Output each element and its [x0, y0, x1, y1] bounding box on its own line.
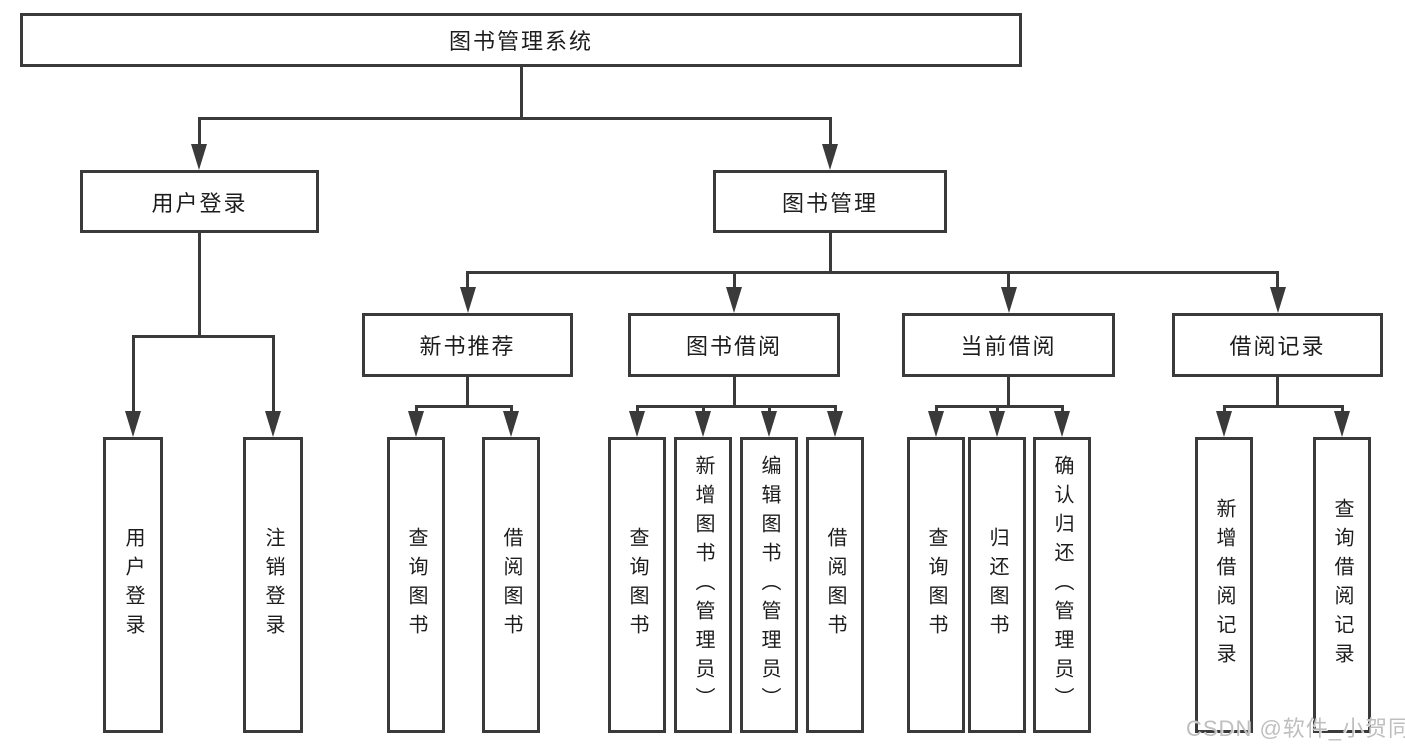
connector-book-borrow-rail	[635, 405, 837, 408]
node-borrowing-records: 借阅记录	[1172, 313, 1383, 377]
node-new-book-recommendation: 新书推荐	[362, 313, 573, 377]
node-label: 借阅记录	[1229, 334, 1326, 359]
connector-to-user-login	[197, 117, 201, 150]
leaf-label: 查询借阅记录	[1331, 498, 1353, 672]
leaf-label: 借阅图书	[500, 527, 522, 643]
connector-level1-rail	[197, 117, 832, 120]
node-current-borrowing: 当前借阅	[902, 313, 1115, 377]
arrowhead-leaf-borrow-1-icon	[503, 411, 519, 437]
connector-to-leaf-logout	[271, 335, 275, 415]
leaf-query-books-current: 查询图书	[907, 437, 965, 733]
connector-user-login-rail	[131, 335, 274, 338]
arrowhead-new-book-icon	[459, 287, 476, 313]
connector-new-book-rail	[414, 405, 513, 408]
arrowhead-book-borrow-icon	[726, 287, 742, 313]
connector-to-leaf-user-login	[131, 335, 135, 415]
connector-book-borrow-stem	[732, 377, 736, 407]
leaf-query-books-recommend: 查询图书	[387, 437, 445, 733]
arrowhead-leaf-logout-icon	[265, 411, 281, 437]
node-book-management: 图书管理	[713, 170, 947, 233]
leaf-label: 归还图书	[986, 527, 1008, 643]
connector-borrow-records-rail	[1222, 405, 1344, 408]
node-label: 当前借阅	[960, 334, 1057, 359]
leaf-label: 编辑图书（管理员）	[758, 454, 780, 716]
node-label: 图书借阅	[685, 334, 782, 359]
arrowhead-current-borrow-icon	[1000, 287, 1017, 313]
arrowhead-leaf-add-record-icon	[1216, 411, 1232, 437]
node-label: 图书管理	[781, 190, 878, 216]
leaf-label: 借阅图书	[824, 527, 846, 643]
leaf-edit-books-admin: 编辑图书（管理员）	[740, 437, 798, 733]
arrowhead-book-management-icon	[822, 144, 838, 170]
node-book-management-system: 图书管理系统	[20, 13, 1022, 67]
connector-level2-rail	[466, 271, 1279, 274]
arrowhead-leaf-query-3-icon	[928, 411, 944, 437]
leaf-label: 确认归还（管理员）	[1051, 454, 1073, 716]
leaf-label: 新增借阅记录	[1213, 498, 1235, 672]
connector-root-stem	[519, 67, 523, 118]
connector-borrow-records-stem	[1276, 377, 1279, 407]
leaf-label: 查询图书	[925, 527, 947, 643]
arrowhead-leaf-confirm-return-icon	[1054, 411, 1070, 437]
connector-to-borrow-records	[1276, 271, 1279, 293]
node-user-login: 用户登录	[80, 170, 319, 233]
connector-to-current-borrow	[1007, 271, 1010, 293]
arrowhead-leaf-add-books-icon	[695, 411, 711, 437]
leaf-add-borrow-record: 新增借阅记录	[1195, 437, 1253, 733]
leaf-borrow-books-recommend: 借阅图书	[482, 437, 540, 733]
arrowhead-leaf-query-1-icon	[408, 411, 424, 437]
leaf-label: 注销登录	[262, 527, 284, 643]
leaf-label: 查询图书	[626, 527, 648, 643]
leaf-query-borrow-record: 查询借阅记录	[1313, 437, 1371, 733]
connector-current-borrow-rail	[934, 405, 1064, 408]
leaf-confirm-return-admin: 确认归还（管理员）	[1033, 437, 1091, 733]
arrowhead-borrow-records-icon	[1269, 287, 1286, 313]
arrowhead-leaf-query-record-icon	[1334, 411, 1350, 437]
arrowhead-user-login-icon	[191, 144, 207, 170]
arrowhead-leaf-query-2-icon	[629, 411, 645, 437]
connector-to-book-borrow	[732, 271, 736, 293]
leaf-user-login: 用户登录	[103, 437, 163, 733]
connector-to-new-book	[466, 271, 469, 293]
arrowhead-leaf-user-login-icon	[125, 411, 141, 437]
leaf-add-books-admin: 新增图书（管理员）	[674, 437, 732, 733]
arrowhead-leaf-return-icon	[989, 411, 1005, 437]
leaf-label: 查询图书	[405, 527, 427, 643]
arrowhead-leaf-edit-books-icon	[761, 411, 777, 437]
connector-to-book-management	[828, 117, 832, 150]
connector-current-borrow-stem	[1007, 377, 1010, 407]
leaf-borrow-books: 借阅图书	[806, 437, 864, 733]
connector-new-book-stem	[466, 377, 469, 407]
connector-user-login-stem	[197, 233, 201, 337]
node-label: 图书管理系统	[448, 29, 593, 54]
leaf-logout-login: 注销登录	[243, 437, 303, 733]
csdn-watermark: CSDN @软件_小贺同学	[1186, 716, 1405, 741]
node-label: 用户登录	[151, 190, 248, 216]
leaf-label: 新增图书（管理员）	[692, 454, 714, 716]
connector-book-management-stem	[828, 233, 832, 273]
node-book-borrowing: 图书借阅	[628, 313, 840, 377]
leaf-query-books-borrow: 查询图书	[608, 437, 666, 733]
arrowhead-leaf-borrow-2-icon	[827, 411, 843, 437]
node-label: 新书推荐	[419, 334, 516, 359]
leaf-return-books: 归还图书	[968, 437, 1026, 733]
leaf-label: 用户登录	[122, 527, 144, 643]
